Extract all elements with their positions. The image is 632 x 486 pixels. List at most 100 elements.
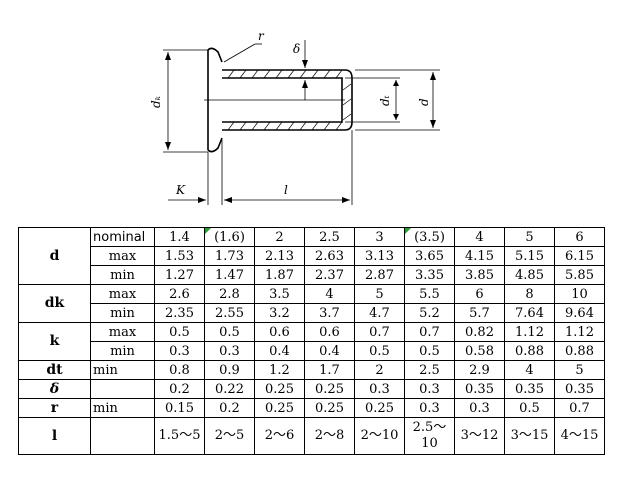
table-cell: 5 — [554, 360, 605, 380]
param-label: k — [18, 322, 91, 361]
table-cell: 7.64 — [504, 303, 555, 323]
table-cell: 2.35 — [154, 303, 205, 323]
row-qualifier: nominal — [90, 227, 155, 247]
table-cell: 0.3 — [354, 379, 405, 399]
row-qualifier: min — [90, 265, 155, 285]
row-qualifier: max — [90, 284, 155, 304]
table-cell: 0.35 — [504, 379, 555, 399]
table-cell: 5.15 — [504, 246, 555, 266]
table-cell: 1.12 — [504, 322, 555, 342]
table-cell: 2～5 — [204, 417, 255, 455]
table-cell: 1.7 — [304, 360, 355, 380]
table-cell: 4 — [304, 284, 355, 304]
table-cell: 2 — [354, 360, 405, 380]
table-cell: 0.3 — [404, 398, 455, 418]
table-cell: 3.13 — [354, 246, 405, 266]
table-cell: 4 — [454, 227, 505, 247]
table-cell: 0.3 — [404, 379, 455, 399]
table-cell: 0.3 — [454, 398, 505, 418]
param-label: dt — [18, 360, 91, 380]
table-cell: 3.35 — [404, 265, 455, 285]
row-qualifier — [90, 417, 155, 455]
table-cell: 3 — [354, 227, 405, 247]
table-cell: 0.35 — [454, 379, 505, 399]
table-cell: 0.22 — [204, 379, 255, 399]
table-cell: 0.5 — [404, 341, 455, 361]
param-label: dk — [18, 284, 91, 323]
table-cell: 6 — [554, 227, 605, 247]
label-dk: dₖ — [149, 95, 163, 108]
table-cell: 0.88 — [554, 341, 605, 361]
table-cell: 1.4 — [154, 227, 205, 247]
table-cell: 4.15 — [454, 246, 505, 266]
table-cell: 4 — [504, 360, 555, 380]
param-label: δ — [18, 379, 91, 399]
table-cell: 0.25 — [304, 398, 355, 418]
table-cell: 2.87 — [354, 265, 405, 285]
table-cell: 0.5 — [204, 322, 255, 342]
table-cell: 0.5 — [154, 322, 205, 342]
table-cell: 0.15 — [154, 398, 205, 418]
table-cell: 3～12 — [454, 417, 505, 455]
label-l: l — [284, 183, 288, 197]
eyelet-shank-outline — [222, 69, 353, 131]
table-cell: 2.55 — [204, 303, 255, 323]
table-cell: 10 — [554, 284, 605, 304]
table-cell: 6.15 — [554, 246, 605, 266]
table-cell: 0.25 — [254, 398, 305, 418]
table-cell: 8 — [504, 284, 555, 304]
table-cell: 0.7 — [354, 322, 405, 342]
row-qualifier: min — [90, 360, 155, 380]
table-cell: 2～6 — [254, 417, 305, 455]
table-cell: 0.58 — [454, 341, 505, 361]
table-cell: 2 — [254, 227, 305, 247]
table-cell: 2.5 — [404, 360, 455, 380]
table-cell: 0.4 — [304, 341, 355, 361]
table-cell: 3.7 — [304, 303, 355, 323]
label-r: r — [258, 29, 265, 43]
label-delta: δ — [293, 42, 300, 56]
table-cell: 5.5 — [404, 284, 455, 304]
table-cell: 0.25 — [304, 379, 355, 399]
table-cell: 1.2 — [254, 360, 305, 380]
table-cell: 0.25 — [354, 398, 405, 418]
table-cell: 2.6 — [154, 284, 205, 304]
table-cell: 0.7 — [554, 398, 605, 418]
label-K: K — [175, 183, 186, 197]
table-cell: 0.6 — [304, 322, 355, 342]
param-label: d — [18, 227, 91, 285]
label-dt: dₜ — [378, 95, 392, 106]
table-cell: 2.37 — [304, 265, 355, 285]
table-cell: 0.8 — [154, 360, 205, 380]
eyelet-drawing: r δ dₖ dₜ d K l — [149, 29, 440, 205]
table-cell: 0.88 — [504, 341, 555, 361]
table-cell: 3.85 — [454, 265, 505, 285]
table-cell: 2.63 — [304, 246, 355, 266]
table-cell: 4.7 — [354, 303, 405, 323]
table-cell: (1.6) — [204, 227, 255, 247]
table-cell: 0.9 — [204, 360, 255, 380]
table-cell: 0.25 — [254, 379, 305, 399]
table-cell: 3.65 — [404, 246, 455, 266]
table-cell: 2.13 — [254, 246, 305, 266]
table-cell: 0.35 — [554, 379, 605, 399]
table-cell: 9.64 — [554, 303, 605, 323]
table-cell: 2.9 — [454, 360, 505, 380]
row-qualifier: max — [90, 322, 155, 342]
table-cell: 3.5 — [254, 284, 305, 304]
table-cell: 6 — [454, 284, 505, 304]
table-cell: 5.85 — [554, 265, 605, 285]
table-cell: 0.3 — [204, 341, 255, 361]
row-qualifier: min — [90, 398, 155, 418]
table-cell: 0.5 — [354, 341, 405, 361]
table-cell: (3.5) — [404, 227, 455, 247]
